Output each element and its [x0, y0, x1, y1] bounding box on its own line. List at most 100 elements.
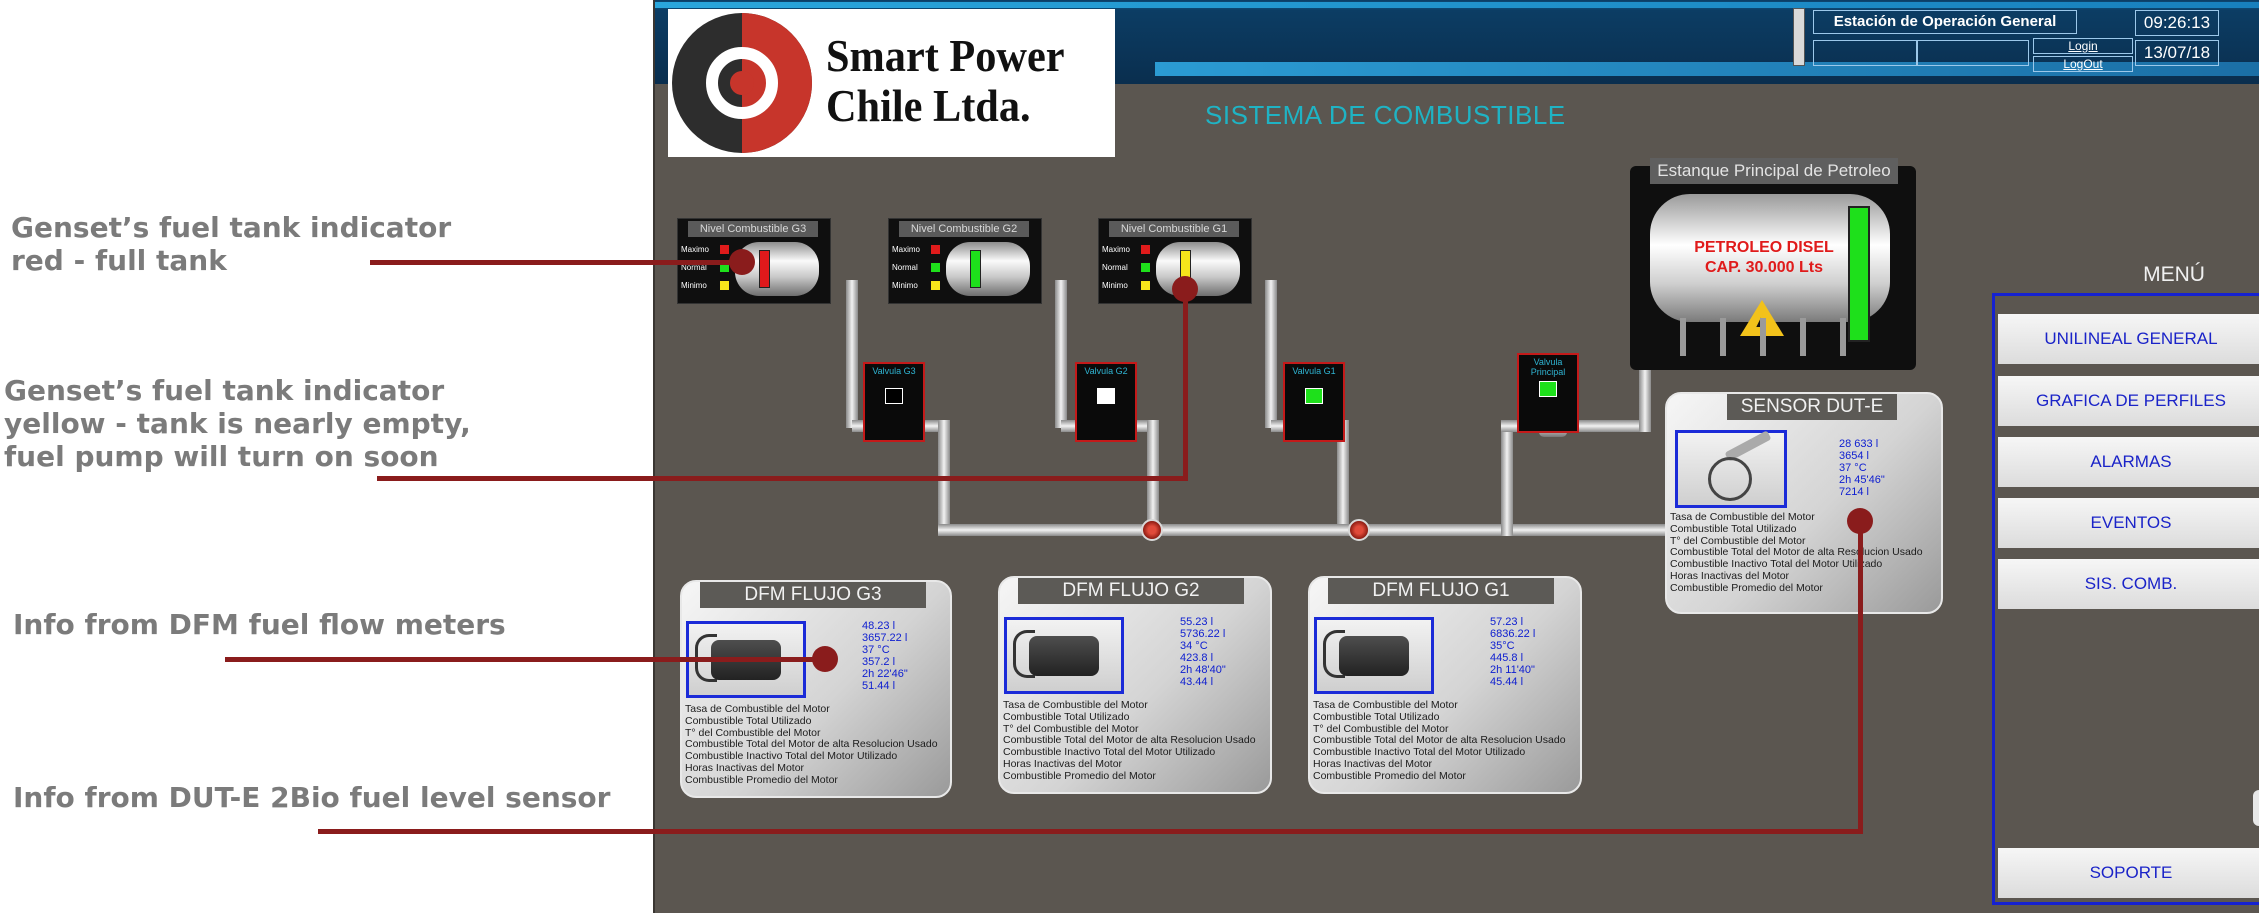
value: 37 °C — [862, 644, 890, 656]
annotation-line: yellow - tank is nearly empty, — [4, 407, 471, 440]
dfm-card-g1[interactable]: DFM FLUJO G1 57.23 l 6836.22 l 35°C 445.… — [1308, 576, 1582, 794]
menu-item-soporte[interactable]: SOPORTE — [1998, 848, 2259, 898]
tank-icon — [1156, 242, 1240, 296]
field-label: Combustible Total del Motor de alta Reso… — [1313, 734, 1566, 747]
logo-mark-icon — [672, 13, 812, 153]
menu-item-alarmas[interactable]: ALARMAS — [1998, 437, 2259, 487]
card-title: DFM FLUJO G3 — [700, 582, 926, 608]
value: 51.44 l — [862, 680, 896, 692]
annotation-empty-tank: Genset’s fuel tank indicator yellow - ta… — [4, 374, 471, 473]
annotation-line: Genset’s fuel tank indicator — [4, 374, 445, 407]
logo-line: Chile Ltda. — [826, 80, 1031, 131]
tank-leg — [1760, 318, 1766, 356]
leader-line-full-tank — [370, 260, 742, 265]
dfm-card-g2[interactable]: DFM FLUJO G2 55.23 l 5736.22 l 34 °C 423… — [998, 576, 1272, 794]
pipe — [938, 420, 950, 530]
field-label: Combustible Inactivo Total del Motor Uti… — [685, 750, 898, 763]
level-label: Minimo — [1102, 281, 1128, 290]
card-title: DFM FLUJO G2 — [1018, 578, 1244, 604]
check-valve-icon — [1348, 519, 1370, 541]
annotation-line: Info from DFM fuel flow meters — [13, 608, 506, 641]
valve-indicator — [1305, 388, 1323, 404]
field-label: T° del Combustible del Motor — [685, 726, 821, 739]
tank-g2: Nivel Combustible G2 Maximo Normal Minim… — [888, 218, 1042, 304]
level-label: Minimo — [892, 281, 918, 290]
sensor-card[interactable]: SENSOR DUT-E 28 633 l 3654 l 37 °C 2h 45… — [1665, 392, 1943, 614]
valve-indicator — [885, 388, 903, 404]
page-title: SISTEMA DE COMBUSTIBLE — [1205, 100, 1566, 130]
value: 445.8 l — [1490, 652, 1524, 664]
field-label: Combustible Inactivo Total del Motor Uti… — [1003, 746, 1216, 759]
clock-date: 13/07/18 — [2135, 40, 2219, 66]
lamp-min-icon — [931, 281, 940, 290]
field-label: Combustible Total Utilizado — [1313, 710, 1440, 723]
tank-title: Nivel Combustible G2 — [899, 221, 1029, 237]
tank-icon — [946, 242, 1030, 296]
top-stripe — [655, 2, 2259, 8]
valve-g1[interactable]: Valvula G1 — [1283, 362, 1345, 442]
menu-title: MENÚ — [2143, 263, 2205, 286]
value: 48.23 l — [862, 620, 896, 632]
menu-item-sis-comb[interactable]: SIS. COMB. — [1998, 559, 2259, 609]
field-label: Tasa de Combustible del Motor — [1003, 699, 1148, 711]
value: 6836.22 l — [1490, 628, 1536, 640]
level-label: Normal — [681, 263, 707, 272]
field-label: Tasa de Combustible del Motor — [685, 703, 830, 715]
menu-side-tab[interactable] — [2253, 790, 2259, 826]
lamp-normal-icon — [720, 263, 729, 272]
status-cell — [1813, 40, 1917, 66]
menu-item-graficas[interactable]: GRAFICA DE PERFILES — [1998, 376, 2259, 426]
dfm-values: 57.23 l 6836.22 l 35°C 445.8 l 2h 11'40"… — [1490, 616, 1535, 688]
level-label: Normal — [892, 263, 918, 272]
valve-main[interactable]: Valvula Principal — [1517, 353, 1579, 433]
field-label: T° del Combustible del Motor — [1003, 722, 1139, 735]
scroll-handle[interactable] — [1793, 8, 1805, 66]
logout-button[interactable]: LogOut — [2033, 56, 2133, 72]
value: 357.2 l — [862, 656, 896, 668]
annotation-line: Genset’s fuel tank indicator — [11, 211, 452, 244]
tank-leg — [1840, 318, 1846, 356]
value: 423.8 l — [1180, 652, 1214, 664]
field-label: Combustible Total Utilizado — [685, 714, 812, 727]
leader-line-empty-tank — [377, 476, 1188, 481]
field-label: Combustible Total del Motor de alta Reso… — [1003, 734, 1256, 747]
valve-indicator — [1097, 388, 1115, 404]
main-tank: Estanque Principal de Petroleo PETROLEO … — [1630, 158, 1916, 370]
pipe — [1265, 280, 1277, 428]
value: 5736.22 l — [1180, 628, 1226, 640]
valve-g3[interactable]: Valvula G3 — [863, 362, 925, 442]
annotation-dfm: Info from DFM fuel flow meters — [13, 608, 506, 641]
value: 37 °C — [1839, 462, 1867, 474]
leader-line-dute-v — [1858, 522, 1863, 834]
leader-line-dfm — [225, 657, 825, 662]
field-labels: Tasa de Combustible del Motor Combustibl… — [685, 703, 938, 787]
field-label: T° del Combustible del Motor — [1313, 722, 1449, 735]
pipe — [1147, 420, 1159, 530]
main-tank-level-bar — [1848, 206, 1870, 342]
sensor-image-icon — [1675, 430, 1787, 508]
menu-item-unilineal[interactable]: UNILINEAL GENERAL — [1998, 314, 2259, 364]
lamp-normal-icon — [931, 263, 940, 272]
scada-screen: Estación de Operación General Login LogO… — [653, 0, 2259, 913]
valve-label: Valvula Principal — [1530, 357, 1566, 377]
field-labels: Tasa de Combustible del Motor Combustibl… — [1313, 699, 1566, 783]
lamp-min-icon — [1141, 281, 1150, 290]
valve-label: Valvula G1 — [1292, 366, 1336, 376]
menu-panel — [1992, 293, 2259, 905]
value: 35°C — [1490, 640, 1515, 652]
field-label: Combustible Total del Motor de alta Reso… — [685, 738, 938, 751]
tank-leg — [1720, 318, 1726, 356]
field-label: T° del Combustible del Motor — [1670, 534, 1806, 547]
value: 55.23 l — [1180, 616, 1214, 628]
logo-text: Smart Power Chile Ltda. — [826, 31, 1065, 131]
field-labels: Tasa de Combustible del Motor Combustibl… — [1670, 511, 1923, 595]
field-label: Combustible Promedio del Motor — [685, 773, 838, 786]
lamp-normal-icon — [1141, 263, 1150, 272]
leader-dot — [1847, 508, 1873, 534]
menu-item-eventos[interactable]: EVENTOS — [1998, 498, 2259, 548]
dfm-card-g3[interactable]: DFM FLUJO G3 48.23 l 3657.22 l 37 °C 357… — [680, 580, 952, 798]
login-button[interactable]: Login — [2033, 38, 2133, 54]
tank-title: Nivel Combustible G3 — [688, 221, 818, 237]
valve-g2[interactable]: Valvula G2 — [1075, 362, 1137, 442]
card-title: SENSOR DUT-E — [1727, 394, 1897, 420]
